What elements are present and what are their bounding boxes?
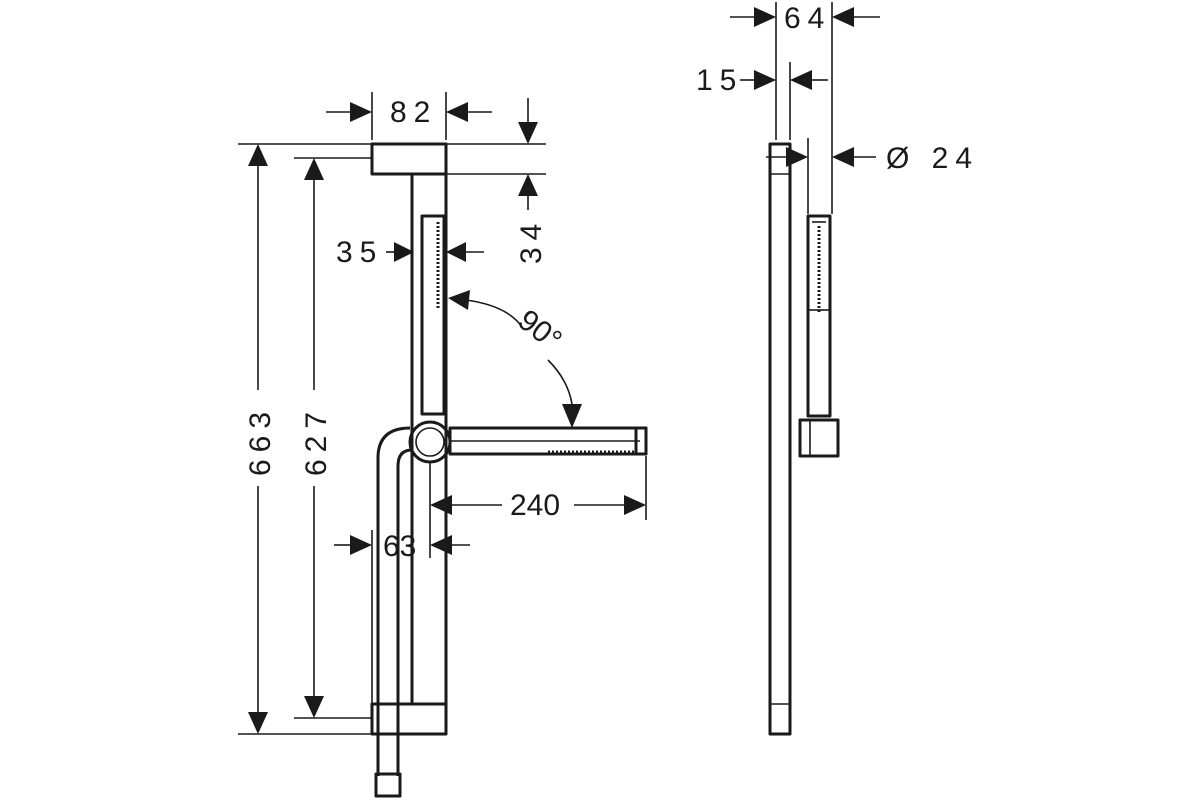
dim-82: 82	[326, 92, 492, 140]
dim-240: 240	[429, 456, 647, 558]
dim-63: 63	[334, 530, 470, 704]
hand-shower	[420, 214, 446, 416]
dim-90: 90°	[448, 290, 582, 428]
dim-15: 15	[696, 62, 828, 140]
dim-63-label: 63	[383, 530, 416, 563]
dim-663-label: 663	[244, 405, 277, 476]
dim-35-label: 35	[336, 236, 383, 269]
dim-diameter-24: Ø 24	[766, 138, 979, 214]
hose-end	[374, 772, 402, 798]
dim-627-label: 627	[300, 405, 333, 476]
top-bracket	[370, 142, 448, 176]
rotated-hand-shower	[448, 426, 648, 456]
dim-240-label: 240	[510, 489, 560, 522]
dim-34-label: 34	[515, 217, 548, 264]
dim-90-label: 90°	[512, 304, 568, 358]
dim-82-label: 82	[390, 96, 437, 129]
side-view: 64 15 Ø 24	[696, 2, 979, 736]
side-holder	[798, 418, 840, 458]
bottom-bracket	[370, 702, 448, 736]
dim-34: 34	[446, 98, 548, 264]
dim-663: 663	[238, 143, 372, 735]
side-rail	[768, 142, 792, 736]
dim-64-label: 64	[784, 2, 831, 35]
dim-627: 627	[294, 157, 372, 719]
front-view: 82 34 35 90°	[238, 92, 648, 798]
dim-diameter-24-label: Ø 24	[886, 142, 979, 175]
shower-hose	[376, 426, 411, 776]
dim-35: 35	[336, 236, 484, 269]
dim-15-label: 15	[696, 64, 743, 97]
dim-64: 64	[730, 2, 880, 214]
